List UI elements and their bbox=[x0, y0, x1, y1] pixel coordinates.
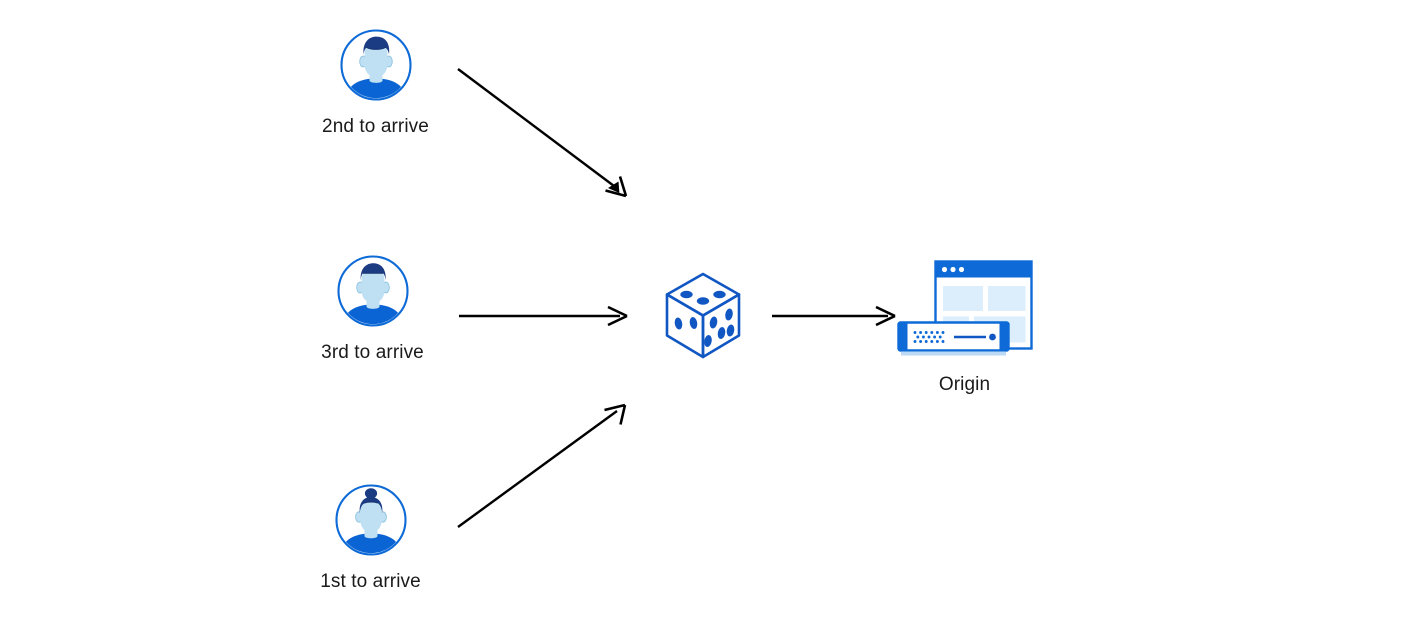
server-appliance-shape bbox=[897, 321, 1010, 356]
arrow-1st-to-dice bbox=[457, 403, 627, 528]
node-avatar-1st[interactable]: 1st to arrive bbox=[302, 483, 439, 593]
dice-icon bbox=[660, 267, 746, 365]
arrow-dice-to-origin bbox=[772, 305, 896, 327]
user-avatar-icon bbox=[334, 483, 408, 557]
arrow-3rd-to-dice bbox=[459, 305, 628, 327]
user-avatar-icon bbox=[336, 254, 410, 328]
node-avatar-2nd[interactable]: 2nd to arrive bbox=[307, 28, 444, 138]
node-dice[interactable] bbox=[660, 267, 746, 365]
node-avatar-3rd[interactable]: 3rd to arrive bbox=[304, 254, 441, 364]
node-label: 3rd to arrive bbox=[321, 342, 424, 363]
node-label: Origin bbox=[938, 374, 991, 395]
origin-server-icon bbox=[893, 258, 1036, 361]
user-avatar-icon bbox=[339, 28, 413, 102]
arrow-2nd-to-dice bbox=[457, 68, 628, 198]
node-origin[interactable]: Origin bbox=[893, 258, 1036, 396]
node-label: 2nd to arrive bbox=[322, 116, 429, 137]
node-label: 1st to arrive bbox=[320, 571, 421, 592]
